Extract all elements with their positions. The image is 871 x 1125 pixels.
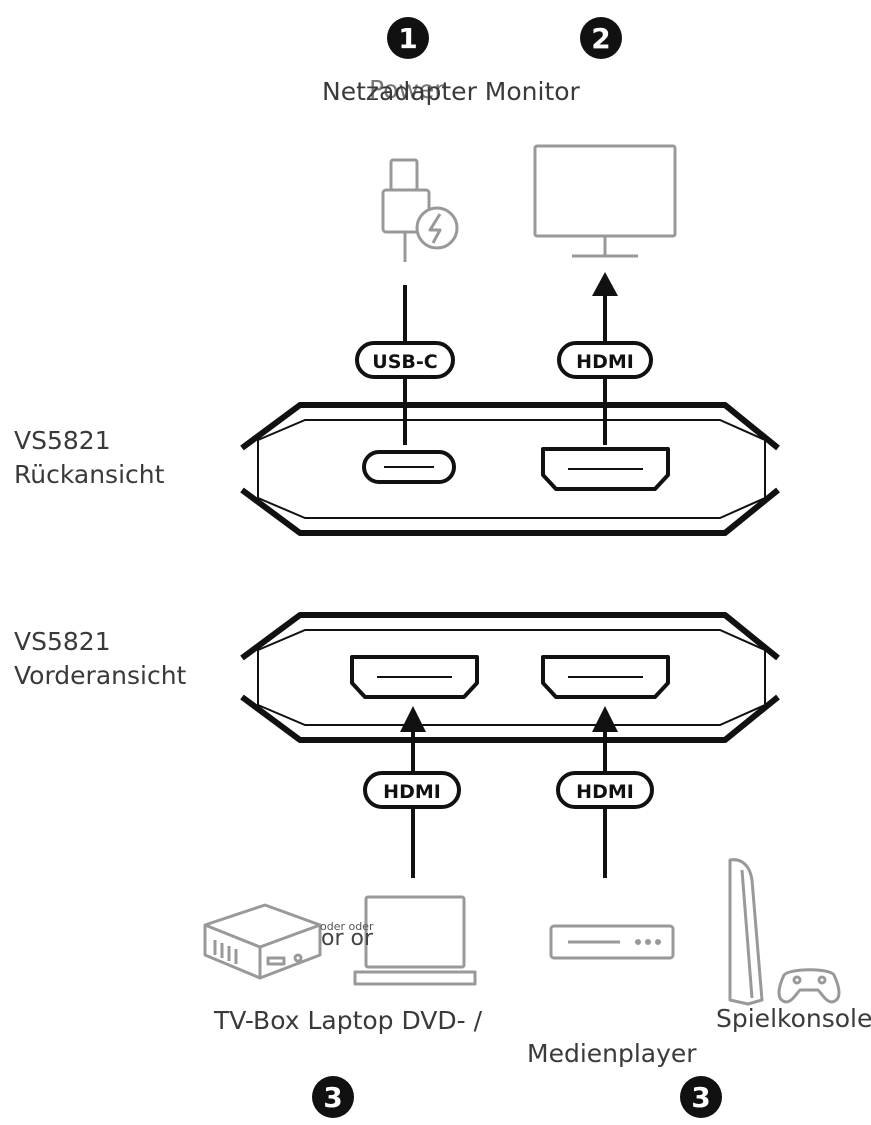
front-hdmi-left-port-tag: HDMI <box>363 771 461 809</box>
front-hdmi-right-port-tag: HDMI <box>556 771 654 809</box>
rear-view-model: VS5821 <box>14 426 111 455</box>
game-console-label: Spielkonsole <box>716 1004 871 1033</box>
arrow-up-to-right-port-icon <box>592 706 618 732</box>
step-badge-1: 1 <box>387 17 429 59</box>
rear-hdmi-tag-label: HDMI <box>576 351 634 373</box>
usbc-tag-label: USB-C <box>372 351 437 373</box>
or-label: or or <box>321 926 374 951</box>
step-number-2: 2 <box>591 22 610 55</box>
rear-device-body <box>240 402 780 536</box>
top-device-labels: Netzadapter Monitor <box>322 77 580 106</box>
front-device-body <box>240 612 780 743</box>
usbc-port-icon <box>362 450 456 484</box>
media-player-label: Medienplayer <box>527 1039 697 1068</box>
front-hdmi-port-left-icon <box>350 655 479 699</box>
power-label-ghost: Power <box>369 75 445 104</box>
media-player-icon <box>549 924 675 960</box>
monitor-icon <box>533 144 677 258</box>
front-hdmi-port-right-icon <box>541 655 670 699</box>
step-badge-3-left: 3 <box>312 1076 354 1118</box>
step-number-3-left: 3 <box>323 1081 342 1114</box>
arrow-up-to-left-port-icon <box>400 706 426 732</box>
front-hdmi-right-tag-label: HDMI <box>576 781 634 803</box>
rear-view-name: Rückansicht <box>14 460 165 489</box>
step-badge-3-right: 3 <box>680 1076 722 1118</box>
usbc-port-tag: USB-C <box>355 341 455 379</box>
power-adapter-icon <box>381 158 459 262</box>
oder-small-label: oder oder <box>320 920 374 933</box>
game-console-icon <box>728 858 841 1006</box>
arrow-up-to-monitor-icon <box>592 272 618 296</box>
front-hdmi-left-tag-label: HDMI <box>383 781 441 803</box>
laptop-icon <box>353 895 477 986</box>
rear-hdmi-port-tag: HDMI <box>557 341 653 379</box>
step-number-3-right: 3 <box>691 1081 710 1114</box>
front-view-model: VS5821 <box>14 627 111 656</box>
rear-hdmi-port-icon <box>541 447 670 491</box>
front-view-name: Vorderansicht <box>14 661 187 690</box>
bottom-device-labels: TV-Box Laptop DVD- / <box>214 1006 483 1035</box>
step-badge-2: 2 <box>580 17 622 59</box>
step-number-1: 1 <box>398 22 417 55</box>
tv-box-icon <box>203 903 322 980</box>
